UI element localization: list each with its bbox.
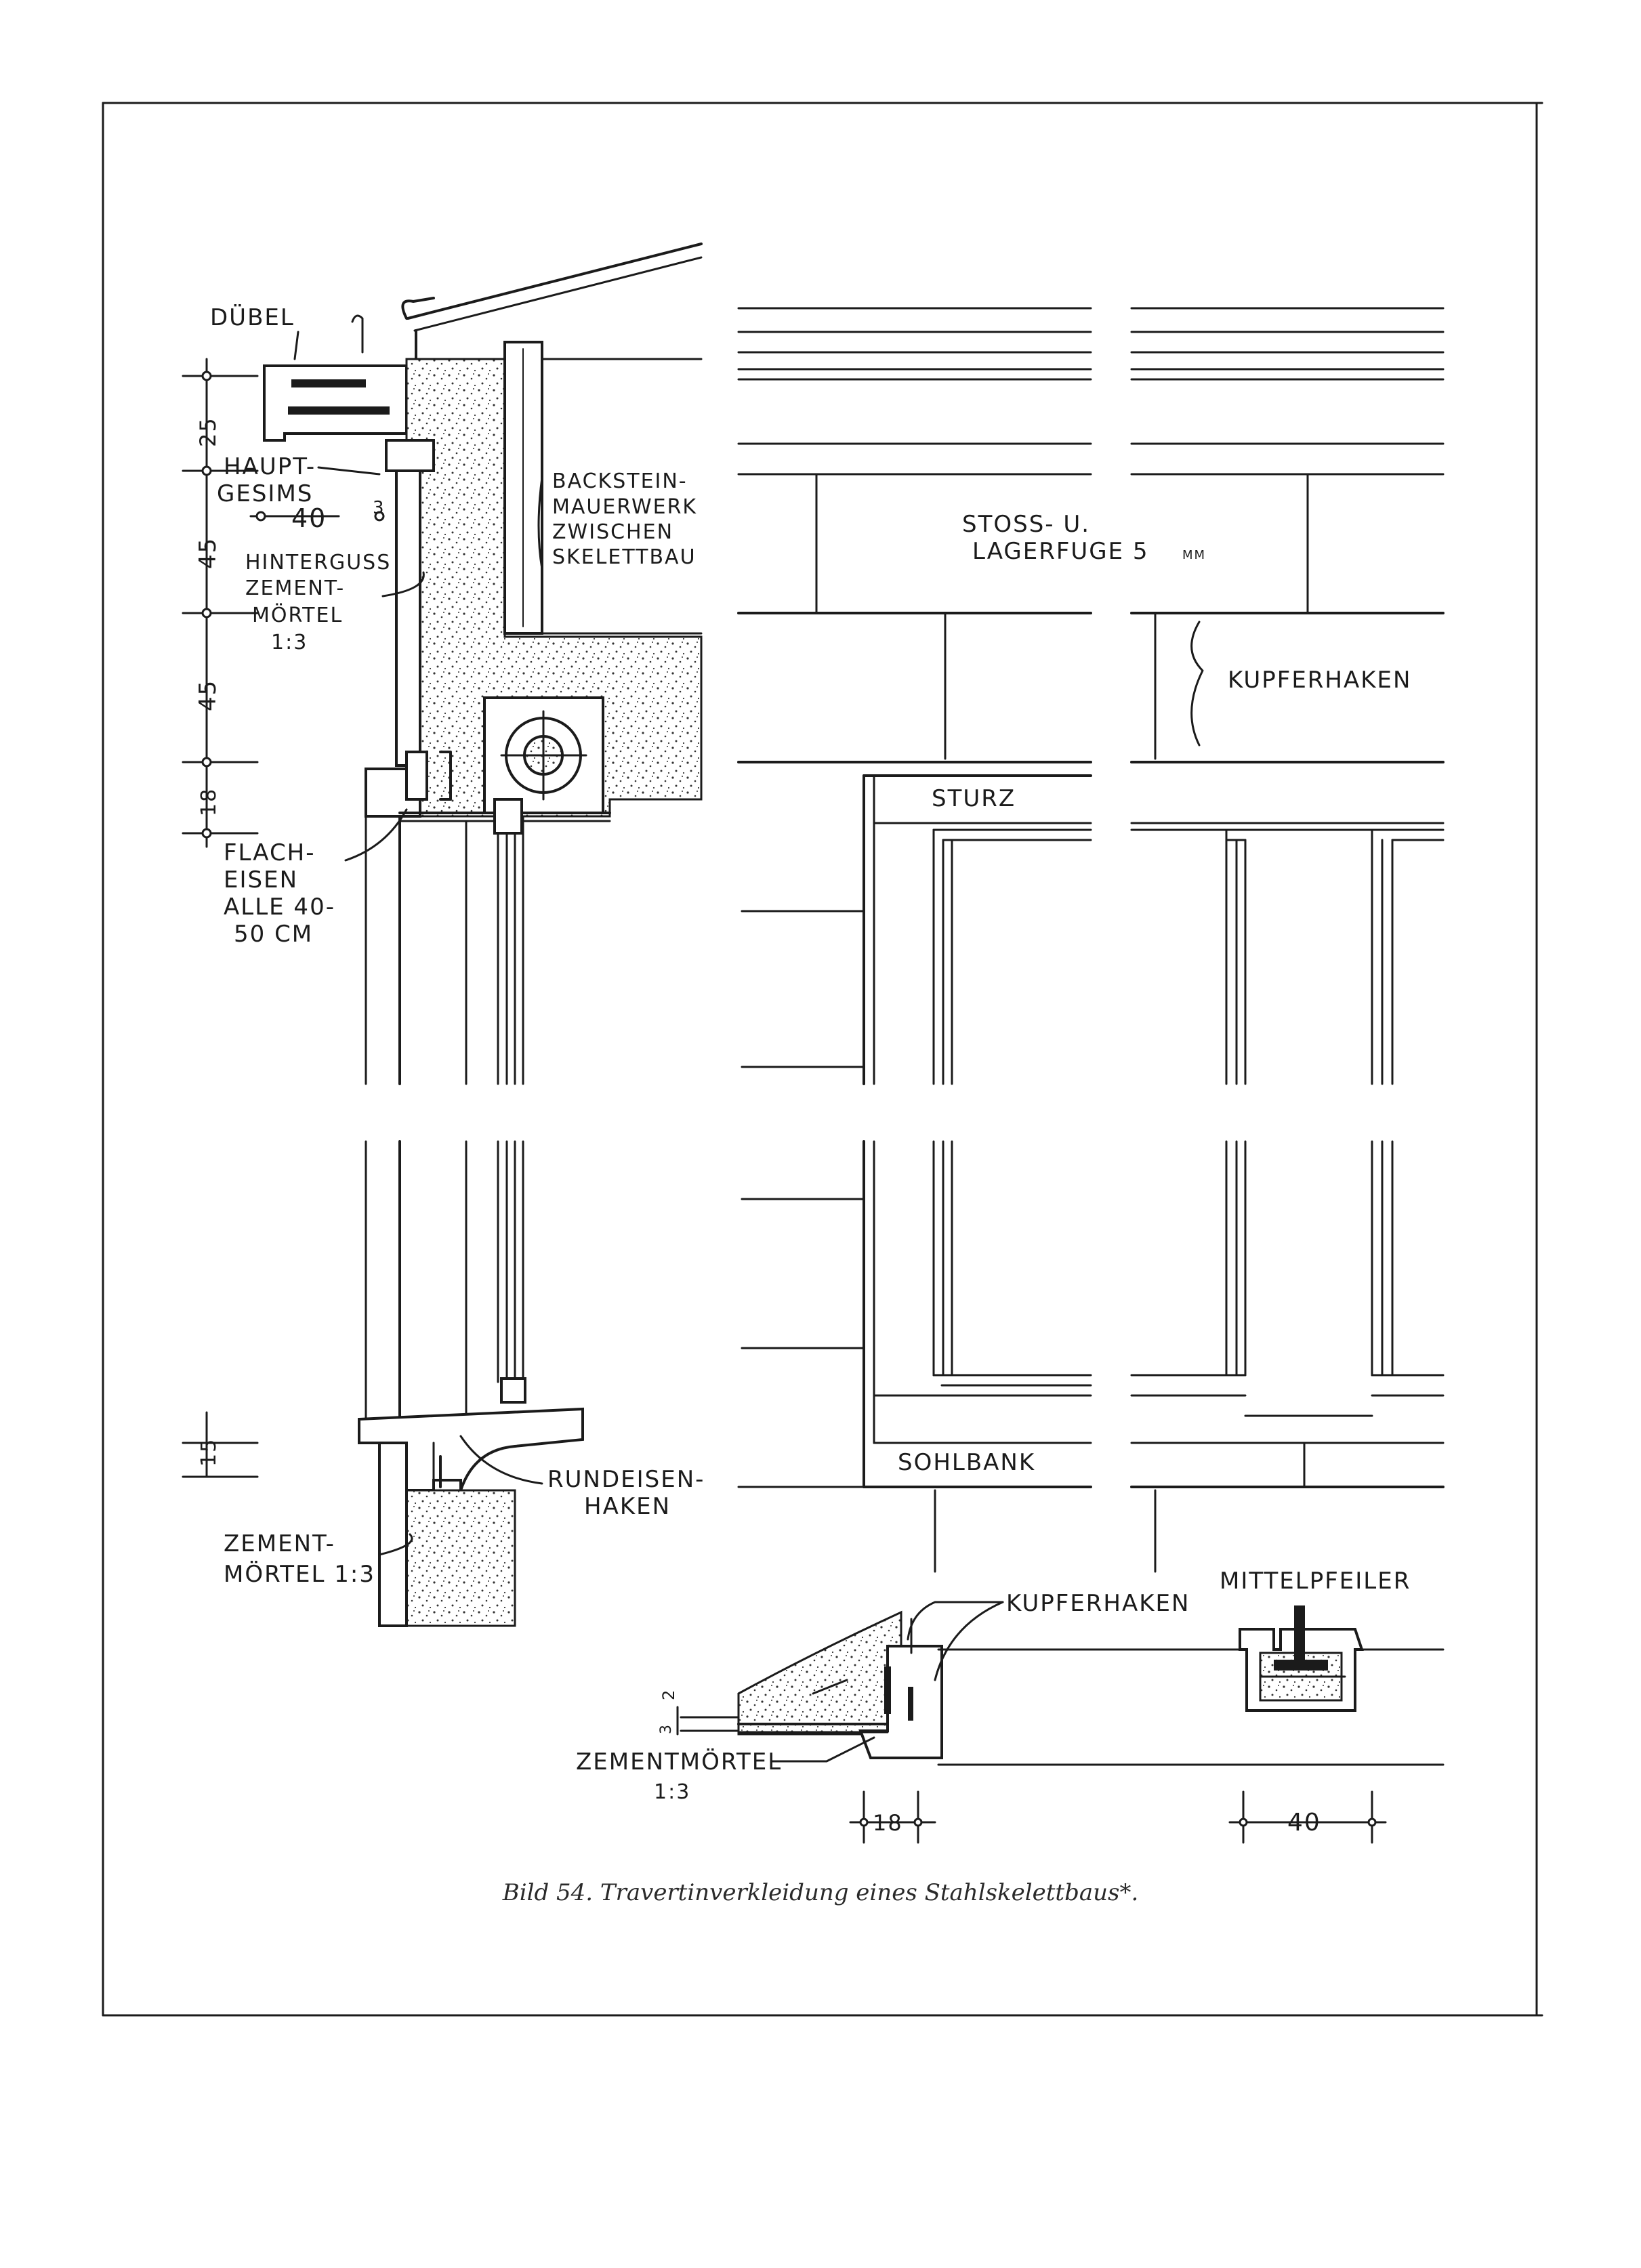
page-frame [102, 102, 1543, 2017]
dim-45b: 45 [194, 679, 222, 711]
label-sturz: STURZ [932, 785, 1016, 812]
label-hauptgesims-2: GESIMS [217, 480, 313, 507]
label-duebel: DÜBEL [210, 303, 295, 331]
label-mittelpfeiler: MITTELPFEILER [1220, 1568, 1411, 1595]
label-backstein-3: ZWISCHEN [552, 520, 673, 544]
dimension-chain-left [182, 358, 385, 1478]
label-zementmoertel-left-1: ZEMENT- [224, 1530, 335, 1557]
label-kupferhaken-bottom: KUPFERHAKEN [1006, 1590, 1190, 1617]
label-rundeisen-1: RUNDEISEN- [547, 1466, 705, 1493]
label-hinterguss-2: ZEMENT- [245, 576, 345, 600]
dim-15: 15 [197, 1438, 221, 1467]
dim-40: 40 [291, 503, 327, 533]
dim-18b: 18 [873, 1810, 903, 1836]
dimension-chain-bottom [676, 1706, 1387, 1844]
label-kupferhaken-top: KUPFERHAKEN [1228, 667, 1411, 694]
label-backstein-1: BACKSTEIN- [552, 469, 688, 493]
plan-details [737, 1605, 1445, 1766]
dim-3b: 3 [658, 1723, 675, 1734]
label-flacheisen-2: EISEN [224, 866, 298, 894]
dimension-labels: 25 40 3 45 45 18 15 2 3 18 40 [194, 417, 1321, 1836]
label-backstein-2: MAUERWERK [552, 495, 697, 519]
label-stoss-1: STOSS- U. [962, 511, 1090, 538]
label-backstein-4: SKELETTBAU [552, 545, 697, 569]
elevation-drawing [737, 307, 1445, 1573]
label-hinterguss-1: HINTERGUSS [245, 551, 391, 574]
label-zementmoertel-bottom-1: ZEMENTMÖRTEL [576, 1748, 782, 1776]
label-flacheisen-3: ALLE 40- [224, 894, 335, 921]
dim-25: 25 [195, 417, 221, 447]
label-sohlbank: SOHLBANK [898, 1449, 1035, 1476]
label-zementmoertel-bottom-2: 1:3 [654, 1780, 690, 1804]
label-flacheisen-4: 50 CM [234, 921, 313, 948]
dim-45a: 45 [194, 537, 222, 569]
label-zementmoertel-left-2: MÖRTEL 1:3 [224, 1560, 375, 1588]
section-drawing [263, 243, 703, 1627]
dim-2: 2 [659, 1689, 678, 1700]
dim-40b: 40 [1287, 1809, 1321, 1836]
leader-lines [293, 331, 1004, 1763]
cornice-lines [737, 307, 1445, 445]
label-hinterguss-4: 1:3 [271, 631, 308, 654]
window-frames [737, 774, 1445, 1573]
label-flacheisen-1: FLACH- [224, 839, 316, 866]
label-stoss-mm: MM [1182, 548, 1206, 562]
figure-caption: Bild 54. Travertinverkleidung eines Stah… [502, 1879, 1139, 1906]
label-stoss-2: LAGERFUGE 5 [972, 538, 1149, 565]
label-hauptgesims-1: HAUPT- [224, 453, 316, 480]
label-hinterguss-3: MÖRTEL [252, 603, 343, 627]
dim-18: 18 [197, 788, 221, 816]
label-rundeisen-2: HAKEN [584, 1493, 671, 1520]
labels: DÜBEL HAUPT- GESIMS BACKSTEIN- MAUERWERK… [210, 303, 1411, 1804]
dim-3: 3 [373, 498, 386, 518]
